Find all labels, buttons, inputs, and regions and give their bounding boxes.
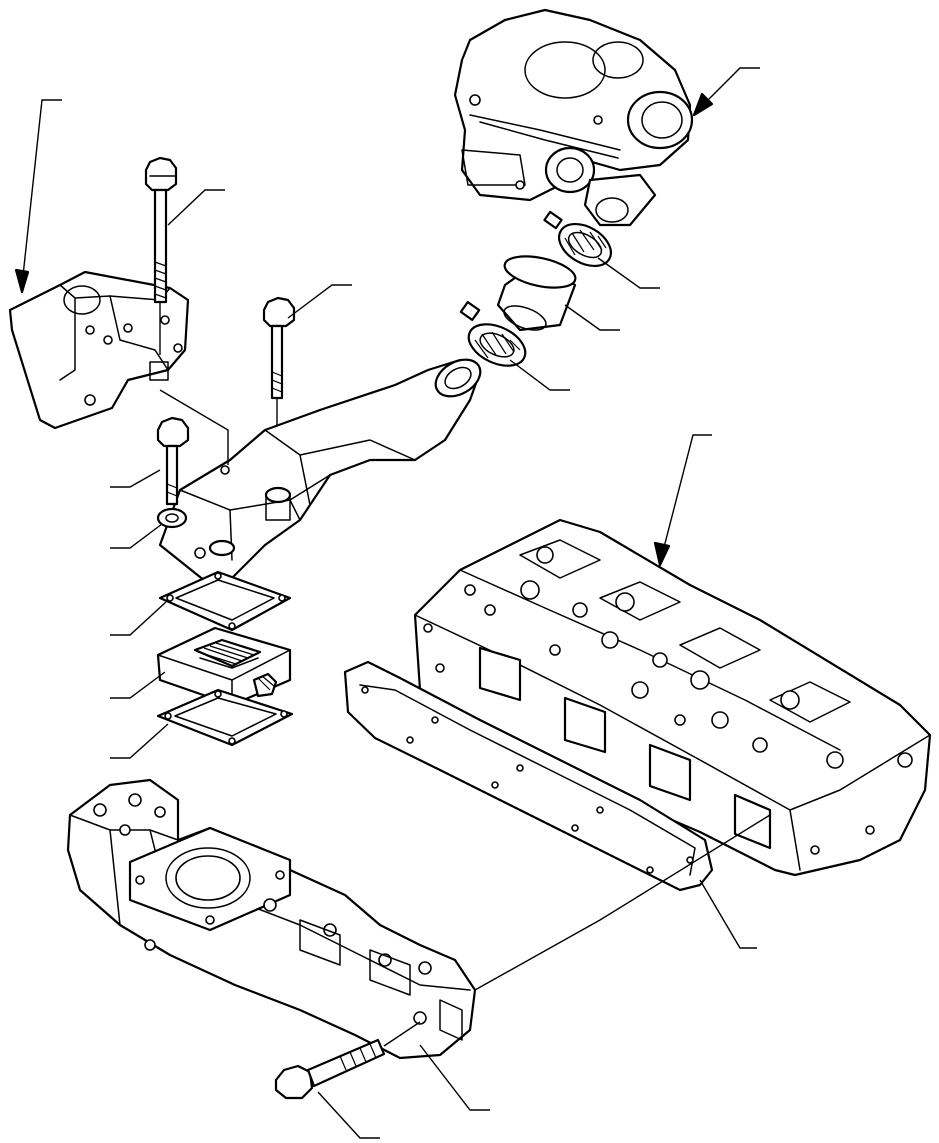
turbo-callout-line xyxy=(699,67,760,109)
cylinder-head xyxy=(413,518,932,877)
bracket-to-pipe-leader xyxy=(159,389,229,465)
intake-elbow-pipe xyxy=(158,358,482,587)
lower-gasket xyxy=(156,688,294,747)
connector-hose xyxy=(496,255,577,332)
hose-clamp-lower xyxy=(459,300,527,367)
bracket-callout-line xyxy=(21,99,62,286)
upper-gasket-leader xyxy=(110,601,167,636)
lower-clamp-leader xyxy=(509,359,570,391)
lower-gasket-leader xyxy=(110,723,169,759)
manifold-gasket xyxy=(343,660,714,892)
washer xyxy=(156,507,188,529)
turbocharger xyxy=(453,8,694,227)
manifold-to-head-leader xyxy=(474,814,771,991)
upper-gasket xyxy=(158,570,292,632)
turbo-callout-arrowhead xyxy=(692,92,714,117)
bracket-bolt xyxy=(144,156,178,355)
manifold-bolt xyxy=(274,1038,386,1100)
manifold-bolt-leader xyxy=(317,1091,380,1139)
manifold-leader xyxy=(419,1044,490,1111)
elbow-bolt-leader xyxy=(287,284,352,319)
intake-manifold xyxy=(66,778,477,1060)
intake-heater xyxy=(156,626,292,707)
bolt-to-manifold-leader xyxy=(383,1021,421,1047)
head-callout-arrowhead xyxy=(653,541,671,567)
leader-lines xyxy=(14,67,771,1139)
manifold-gasket-leader xyxy=(699,879,757,949)
short-bolt xyxy=(156,416,190,506)
short-bolt-leader xyxy=(110,469,161,488)
heater-leader xyxy=(110,671,166,699)
hose-leader xyxy=(564,304,620,331)
upper-clamp-leader xyxy=(597,257,660,289)
bracket-bolt-leader xyxy=(167,189,225,226)
washer-leader xyxy=(110,523,163,549)
lifting-bracket xyxy=(8,270,190,430)
hose-clamp-upper xyxy=(543,210,612,268)
head-callout-line xyxy=(661,434,712,556)
bracket-callout-arrowhead xyxy=(14,268,30,294)
